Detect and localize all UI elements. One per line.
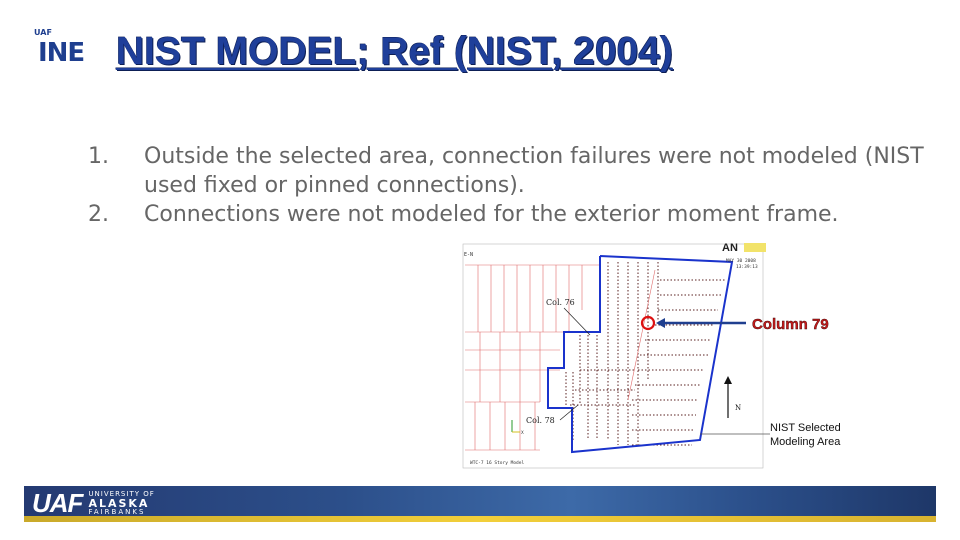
footer-banner: UAF UNIVERSITY OF ALASKA FAIRBANKS (24, 486, 936, 522)
nist-model-figure: E-N AN MAY 30 2008 13:39:13 Col. 76 Col.… (460, 240, 862, 470)
col-78-label: Col. 78 (526, 416, 555, 425)
slide-title: NIST MODEL; Ref (NIST, 2004) (116, 30, 673, 73)
bullet-item: 2. Connections were not modeled for the … (88, 200, 928, 229)
red-grid (465, 264, 601, 451)
north-label: N (735, 404, 741, 412)
ine-logo: UAF INE (34, 28, 90, 72)
corner-label: E-N (464, 252, 473, 258)
uaf-line-2: ALASKA (88, 496, 150, 510)
column-79-label: Column 79 (752, 316, 829, 333)
uaf-mark: UAF (32, 487, 83, 518)
selected-area-line2: Modeling Area (770, 436, 841, 448)
column-79-marker (640, 315, 656, 331)
axis-x-label: X (521, 430, 524, 435)
bullet-number: 2. (88, 202, 109, 227)
bullet-text: Connections were not modeled for the ext… (144, 202, 839, 227)
logo-uaf-text: UAF (34, 28, 52, 37)
selected-area-boundary (547, 255, 734, 454)
connection-lines (565, 262, 725, 446)
uaf-wordmark: UNIVERSITY OF ALASKA FAIRBANKS (88, 490, 154, 517)
bullet-text: Outside the selected area, connection fa… (144, 144, 924, 198)
uaf-footer-logo: UAF UNIVERSITY OF ALASKA FAIRBANKS (32, 487, 155, 518)
col-76-label: Col. 76 (546, 298, 575, 307)
bullet-item: 1. Outside the selected area, connection… (88, 142, 928, 200)
ansys-logo: AN (722, 242, 738, 254)
footer-gold-stripe (24, 516, 936, 522)
logo-ine-text: INE (38, 38, 85, 68)
bullet-list: 1. Outside the selected area, connection… (88, 142, 928, 229)
selected-area-line1: NIST Selected (770, 422, 841, 434)
figure-footer: WTC-7 16 Story Model (470, 460, 524, 466)
date-line-1: MAY 30 2008 (726, 258, 756, 264)
uaf-line-3: FAIRBANKS (88, 507, 146, 516)
date-line-2: 13:39:13 (736, 264, 758, 270)
uaf-line-1: UNIVERSITY OF (88, 489, 155, 498)
ansys-logo-mark (744, 243, 766, 252)
bullet-number: 1. (88, 144, 109, 169)
